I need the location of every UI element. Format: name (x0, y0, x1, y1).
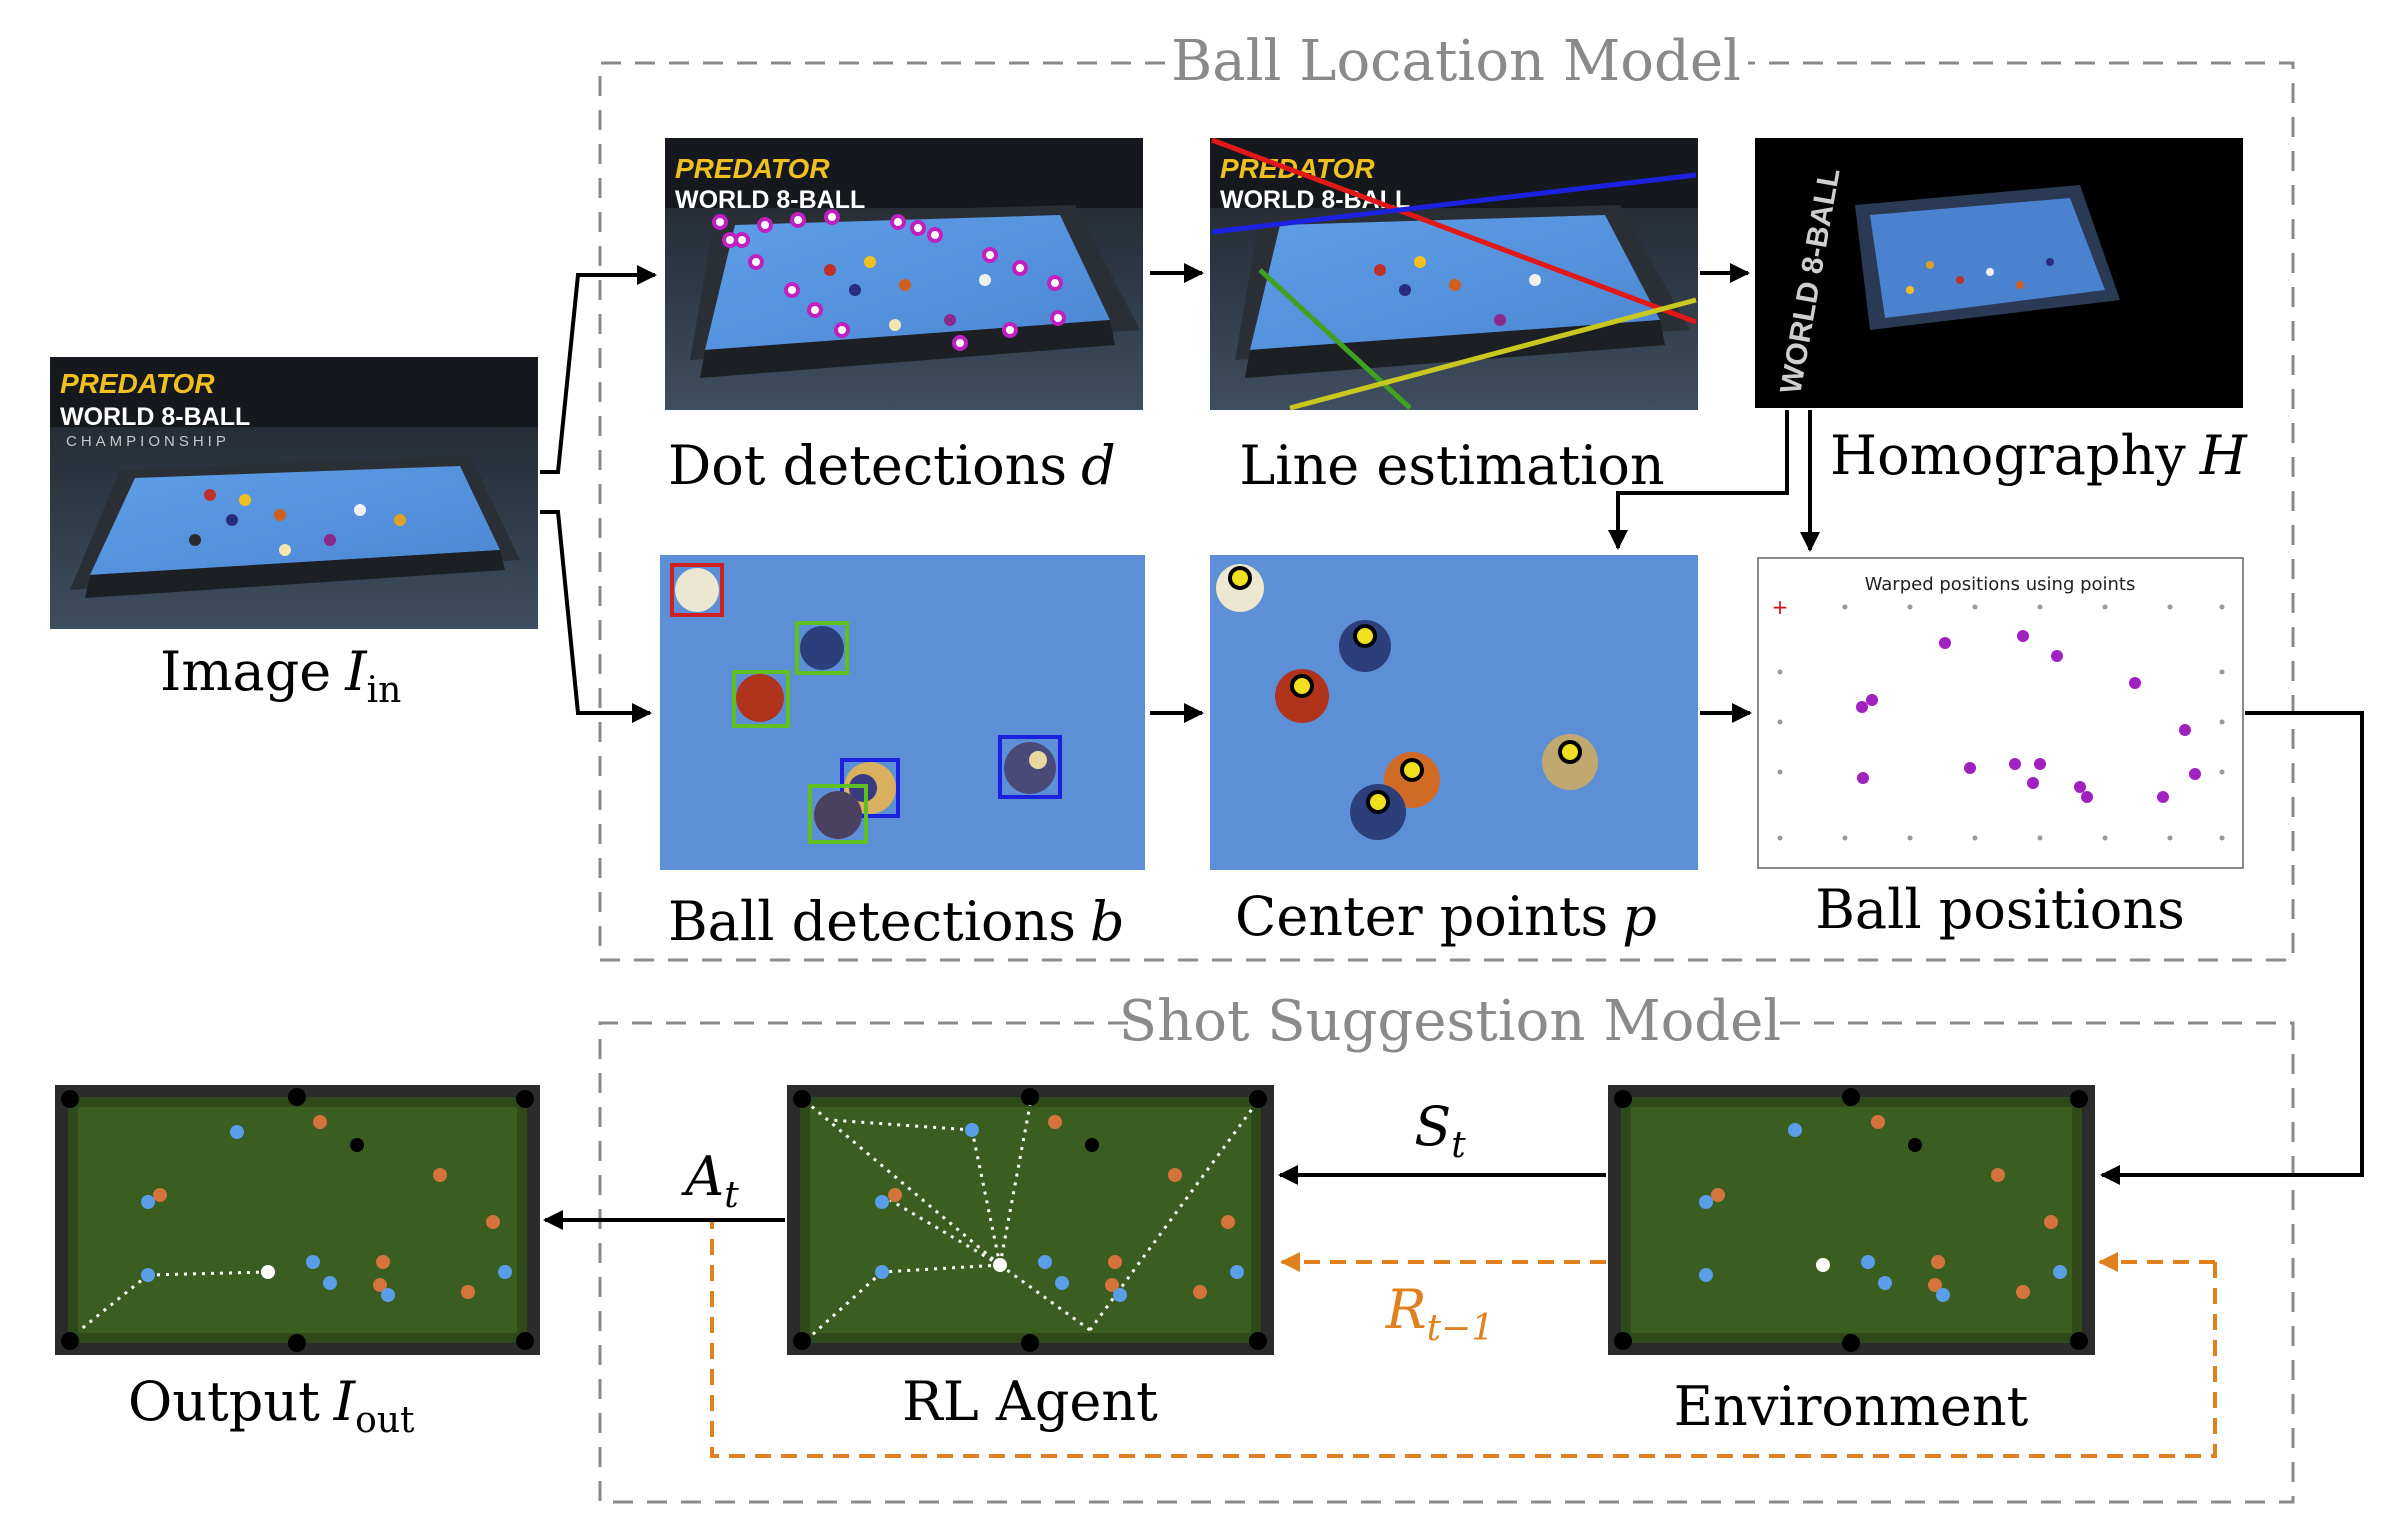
ball-location-section: Ball Location Model (598, 29, 2295, 962)
environment-caption: Environment (1674, 1375, 2029, 1438)
line-estimation-image: PREDATOR WORLD 8-BALL (1210, 137, 1698, 411)
output-table (55, 1085, 540, 1355)
shot-suggestion-title: Shot Suggestion Model (1119, 989, 1781, 1054)
plot-ball-points (1856, 630, 2201, 803)
line-estimation-caption: Line estimation (1239, 434, 1664, 497)
red-line (1211, 137, 1697, 325)
photo-event-text: WORLD 8-BALL (60, 403, 250, 431)
photo-brand-text: PREDATOR (60, 368, 215, 399)
ball-location-title: Ball Location Model (1171, 29, 1741, 94)
input-image: PREDATOR WORLD 8-BALL CHAMPIONSHIP (50, 357, 538, 629)
dot-markers (712, 209, 1066, 351)
ball-detections-image (660, 555, 1145, 870)
reward-label: Rt−1 (1385, 1278, 1494, 1349)
shot-suggestion-section: Shot Suggestion Model (598, 989, 2295, 1504)
center-point-markers (1228, 566, 1582, 814)
line-photo-balls (1374, 256, 1541, 326)
flow-arrows (540, 263, 2364, 1230)
rl-agent-table (787, 1085, 1274, 1355)
plot-origin-marker: + (1772, 595, 1789, 619)
photo-balls (189, 489, 406, 556)
rl-agent-balls (875, 1115, 1244, 1302)
line-photo-brand: PREDATOR (1220, 153, 1375, 184)
environment-balls (1699, 1115, 2067, 1302)
center-points-image (1210, 555, 1698, 870)
homography-image: WORLD 8-BALL (1755, 138, 2243, 408)
dot-detections-image: PREDATOR WORLD 8-BALL (665, 138, 1143, 410)
reward-loop (710, 1222, 2217, 1458)
blue-line (1211, 172, 1697, 235)
output-balls (141, 1115, 512, 1302)
dot-photo-brand: PREDATOR (675, 153, 830, 184)
ball-positions-plot: Warped positions using points + (1757, 557, 2244, 869)
dot-photo-event: WORLD 8-BALL (675, 186, 865, 214)
plot-title: Warped positions using points (1865, 574, 2136, 595)
dot-photo-balls (824, 256, 991, 331)
yellow-line (1289, 297, 1697, 411)
plot-grid-dots (1777, 604, 2225, 841)
action-label: At (680, 1145, 739, 1216)
state-label: St (1414, 1095, 1466, 1166)
rl-agent-caption: RL Agent (902, 1370, 1158, 1433)
photo-sub-text: CHAMPIONSHIP (66, 433, 230, 450)
environment-table (1608, 1085, 2095, 1355)
homography-balls (1906, 258, 2054, 294)
ball-positions-caption: Ball positions (1815, 878, 2185, 941)
